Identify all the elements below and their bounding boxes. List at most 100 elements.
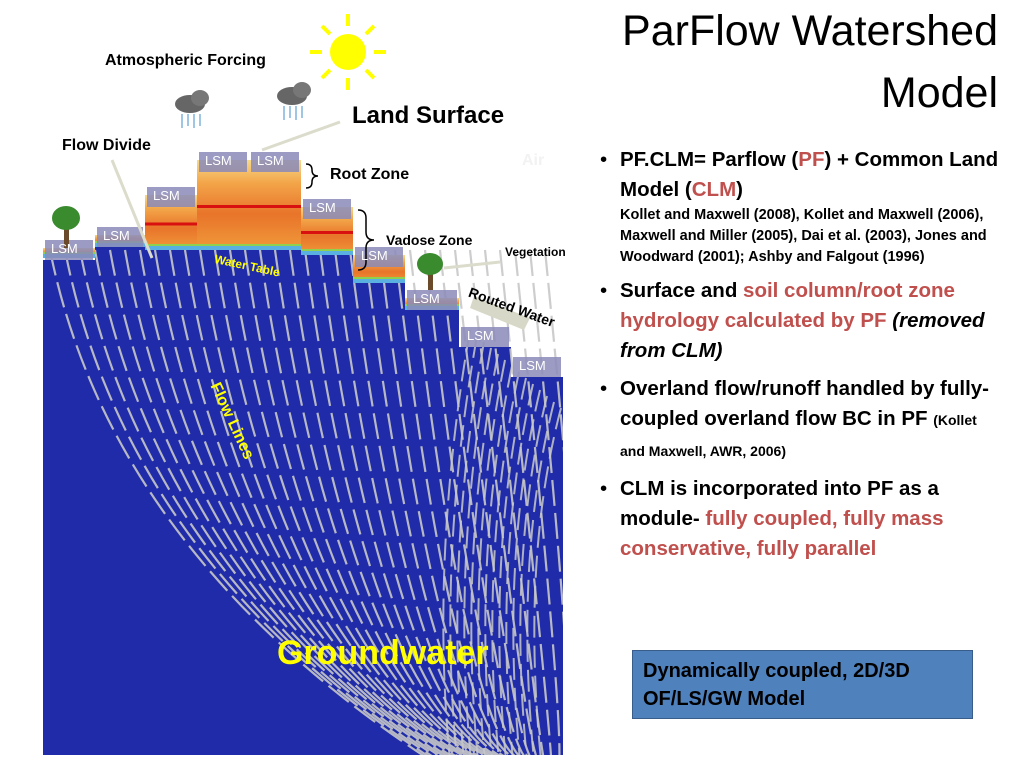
flow-line	[477, 359, 506, 755]
soil-columns	[43, 152, 561, 377]
bullet-reference: Kollet and Maxwell (2008), Kollet and Ma…	[620, 207, 987, 265]
vadose-zone-brace	[357, 209, 375, 271]
flow-line	[463, 347, 492, 755]
bullet-text: (removed from CLM)	[620, 309, 985, 362]
bullet-highlight: CLM	[691, 178, 737, 201]
lsm-label: LSM	[103, 228, 130, 243]
flow-line	[408, 249, 516, 755]
bullet-text: CLM is incorporated into PF as a module-	[620, 477, 939, 530]
saturation-band	[249, 246, 301, 250]
lsm-box	[45, 240, 93, 260]
bullet-text: )	[736, 178, 743, 201]
flow-line	[93, 249, 437, 755]
bullet-reference: (Kollet and Maxwell, AWR, 2006)	[620, 412, 977, 459]
flow-line	[228, 249, 472, 755]
flow-line	[183, 249, 460, 755]
flow-line	[519, 395, 548, 755]
flow-line	[168, 249, 457, 755]
lsm-label: LSM	[51, 241, 78, 256]
lsm-box	[303, 199, 351, 219]
bullet-list: • PF.CLM= Parflow (PF) + Common Land Mod…	[600, 145, 1000, 572]
routed-water-arrow	[470, 296, 530, 330]
flow-line	[512, 389, 541, 755]
groundwater-label: Groundwater	[277, 634, 489, 672]
bullet-text: Overland flow/runoff handled by fully-co…	[620, 377, 990, 430]
flow-line	[498, 377, 527, 755]
rain-cloud-icon	[175, 90, 209, 128]
flow-line	[483, 249, 545, 755]
water-table-line	[249, 205, 301, 208]
flow-line	[526, 401, 555, 755]
lsm-label: LSM	[153, 188, 180, 203]
tree-icon	[52, 206, 80, 248]
bullet-text: ) + Common Land Model (	[620, 148, 999, 201]
bullet-text: Surface and	[620, 279, 744, 302]
flow-line	[48, 249, 425, 755]
lsm-label: LSM	[413, 291, 440, 306]
vegetation-band	[249, 244, 301, 246]
flow-line	[78, 249, 433, 755]
bullet-highlight: soil column/root zone hydrology calculat…	[620, 279, 955, 332]
rain-cloud-icon	[277, 82, 311, 120]
flow-line	[138, 249, 449, 755]
bullet-item: • Overland flow/runoff handled by fully-…	[600, 374, 1000, 466]
vadose-zone-label: Vadose Zone	[386, 232, 473, 248]
flow-line	[378, 249, 509, 755]
summary-callout: Dynamically coupled, 2D/3D OF/LS/GW Mode…	[632, 650, 973, 719]
page-title: ParFlow Watershed Model	[622, 7, 998, 117]
saturation-band	[301, 251, 353, 255]
flow-line	[243, 249, 476, 755]
flow-line	[442, 329, 471, 755]
lsm-box	[513, 357, 561, 377]
flow-line	[123, 249, 445, 755]
saturation-band	[353, 279, 405, 283]
flow-line	[453, 249, 531, 755]
bullet-highlight: PF	[798, 148, 825, 171]
lsm-label: LSM	[257, 153, 284, 168]
flow-line	[273, 249, 484, 755]
lsm-label: LSM	[205, 153, 232, 168]
saturation-band	[145, 246, 197, 250]
bullet-icon: •	[600, 477, 608, 500]
flow-lines	[48, 249, 563, 755]
flow-line	[498, 249, 553, 755]
lsm-label: LSM	[309, 200, 336, 215]
water-table-line	[301, 231, 353, 234]
bullet-item: • CLM is incorporated into PF as a modul…	[600, 474, 1000, 564]
flow-divide-label: Flow Divide	[62, 137, 151, 154]
water-table-line	[197, 205, 249, 208]
lsm-box	[355, 247, 403, 267]
pointer-lines	[110, 120, 501, 270]
flow-line	[153, 249, 453, 755]
lsm-box	[199, 152, 247, 172]
root-zone-label: Root Zone	[330, 166, 410, 183]
flow-line	[533, 407, 562, 755]
flow-line	[213, 249, 468, 755]
vegetation-label: Vegetation	[505, 245, 566, 259]
bullet-item: • Surface and soil column/root zone hydr…	[600, 276, 1000, 366]
flow-line	[348, 249, 502, 755]
flow-line	[449, 335, 478, 755]
flow-line	[63, 249, 429, 755]
lsm-box	[147, 187, 195, 207]
lsm-box	[97, 227, 143, 247]
bullet-highlight: fully coupled, fully mass conservative, …	[620, 507, 944, 560]
bullet-icon: •	[600, 377, 608, 400]
flow-line	[438, 249, 525, 755]
flow-line	[423, 249, 520, 755]
flow-line	[333, 249, 498, 755]
bullet-text: PF.CLM= Parflow (	[620, 148, 799, 171]
bullet-icon: •	[600, 279, 608, 302]
root-zone-brace	[305, 163, 319, 189]
lsm-box	[407, 290, 457, 310]
lsm-box	[251, 152, 299, 172]
water-table-line	[145, 222, 197, 226]
flow-line	[484, 365, 513, 755]
vegetation-band	[353, 277, 405, 279]
flow-line	[198, 249, 464, 755]
flow-line	[258, 249, 480, 755]
vegetation-band	[197, 244, 249, 246]
lsm-label: LSM	[519, 358, 546, 373]
sun-icon	[310, 14, 386, 90]
saturation-band	[197, 246, 249, 250]
